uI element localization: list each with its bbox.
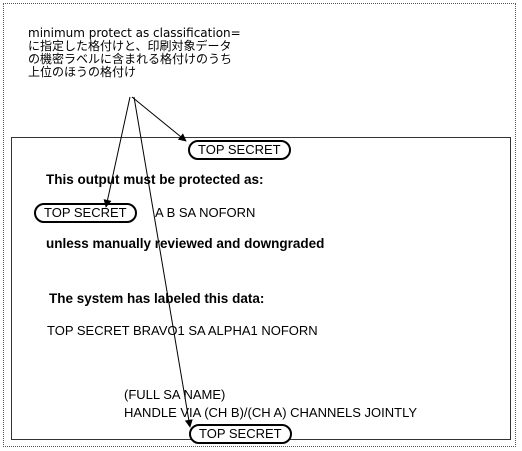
annotation-line-4: 上位のほうの格付け xyxy=(28,65,137,79)
sa-name: (FULL SA NAME) xyxy=(124,387,226,402)
protect-caveats: A B SA NOFORN xyxy=(155,205,256,220)
figure-frame xyxy=(3,3,516,447)
bottom-banner-label: TOP SECRET xyxy=(189,424,292,444)
protect-heading: This output must be protected as: xyxy=(46,172,264,187)
label-heading: The system has labeled this data: xyxy=(49,291,265,306)
annotation-line-2: に指定した格付けと、印刷対象データ xyxy=(28,39,232,53)
top-banner-label: TOP SECRET xyxy=(188,140,291,160)
annotation-callout: minimum protect as classification= に指定した… xyxy=(28,27,241,79)
handling-instruction: HANDLE VIA (CH B)/(CH A) CHANNELS JOINTL… xyxy=(124,405,418,420)
annotation-line-1: minimum protect as classification= xyxy=(28,26,241,40)
annotation-line-3: の機密ラベルに含まれる格付けのうち xyxy=(28,52,233,66)
label-value: TOP SECRET BRAVO1 SA ALPHA1 NOFORN xyxy=(47,323,318,338)
review-note: unless manually reviewed and downgraded xyxy=(46,236,325,251)
protect-level-label: TOP SECRET xyxy=(34,203,137,223)
